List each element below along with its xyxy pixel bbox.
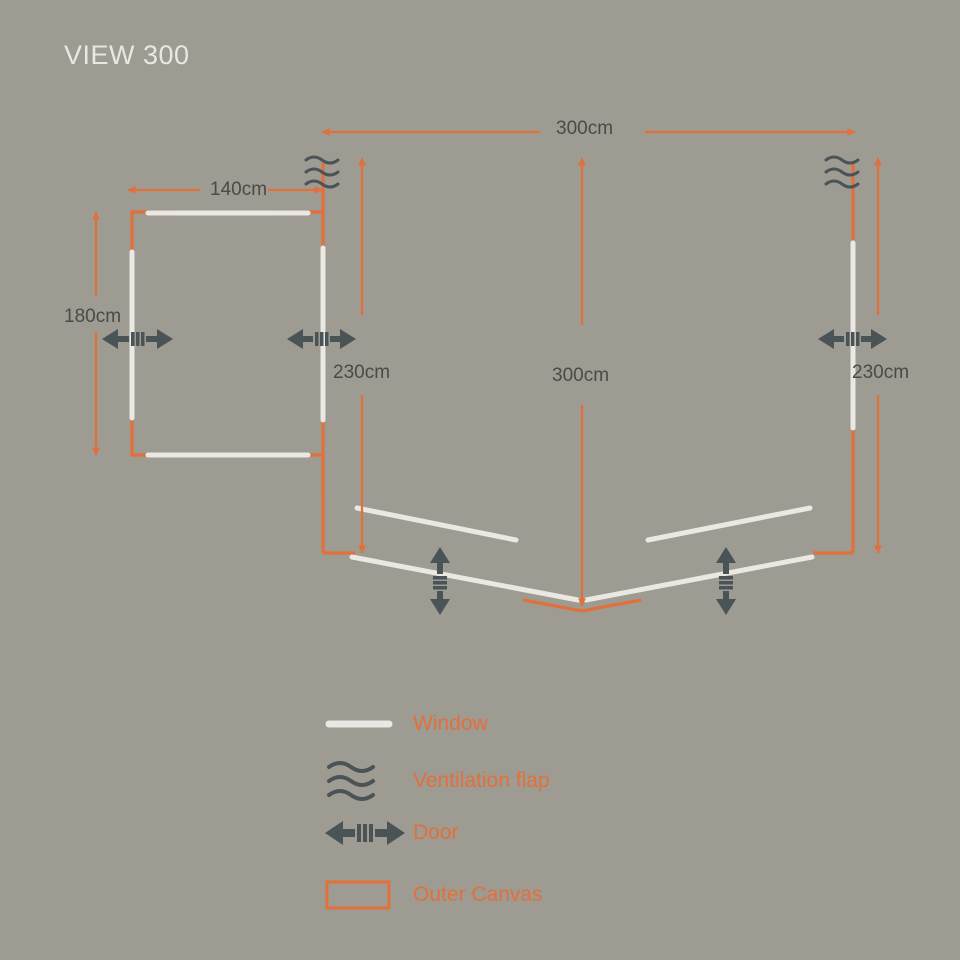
legend-door-icon xyxy=(325,821,405,845)
legend-label-ventilation-flap: Ventilation flap xyxy=(413,769,550,792)
dim-label-230cm-right: 230cm xyxy=(852,362,910,383)
ventilation-flap-right-icon xyxy=(824,155,860,189)
canvas-corner-annex-br xyxy=(276,453,325,500)
ventilation-flap-left-icon xyxy=(304,155,340,189)
door-annex-right-icon xyxy=(287,329,356,349)
page-title: VIEW 300 xyxy=(64,40,190,70)
dim-label-180cm: 180cm xyxy=(64,306,122,327)
dim-label-300cm-width: 300cm xyxy=(556,118,614,139)
canvas-v-apex xyxy=(522,598,642,613)
canvas-corner-annex-bl xyxy=(130,417,176,457)
window-segments xyxy=(129,210,856,603)
legend-label-window: Window xyxy=(413,712,488,735)
door-right-wall-icon xyxy=(818,329,887,349)
window-outer-right-diag xyxy=(583,554,815,603)
dimension-arrows xyxy=(92,128,882,607)
legend-ventilation-flap-icon xyxy=(327,761,375,801)
dim-label-300cm-depth: 300cm xyxy=(552,365,610,386)
canvas-corner-annex-tr xyxy=(276,210,325,252)
door-bottom-right-icon xyxy=(716,547,736,615)
dim-label-230cm-left: 230cm xyxy=(333,362,391,383)
window-inner-left-diag xyxy=(354,505,519,543)
window-outer-left-diag xyxy=(349,554,581,603)
dim-label-140cm: 140cm xyxy=(210,179,268,200)
legend-outer-canvas-icon xyxy=(325,880,391,910)
legend-label-outer-canvas: Outer Canvas xyxy=(413,883,543,906)
door-bottom-left-icon xyxy=(430,547,450,615)
door-annex-left-icon xyxy=(102,329,173,349)
legend-label-door: Door xyxy=(413,821,459,844)
canvas-corner-annex-tl xyxy=(130,210,176,253)
outer-canvas-outline xyxy=(130,163,855,613)
window-inner-right-diag xyxy=(645,505,813,543)
